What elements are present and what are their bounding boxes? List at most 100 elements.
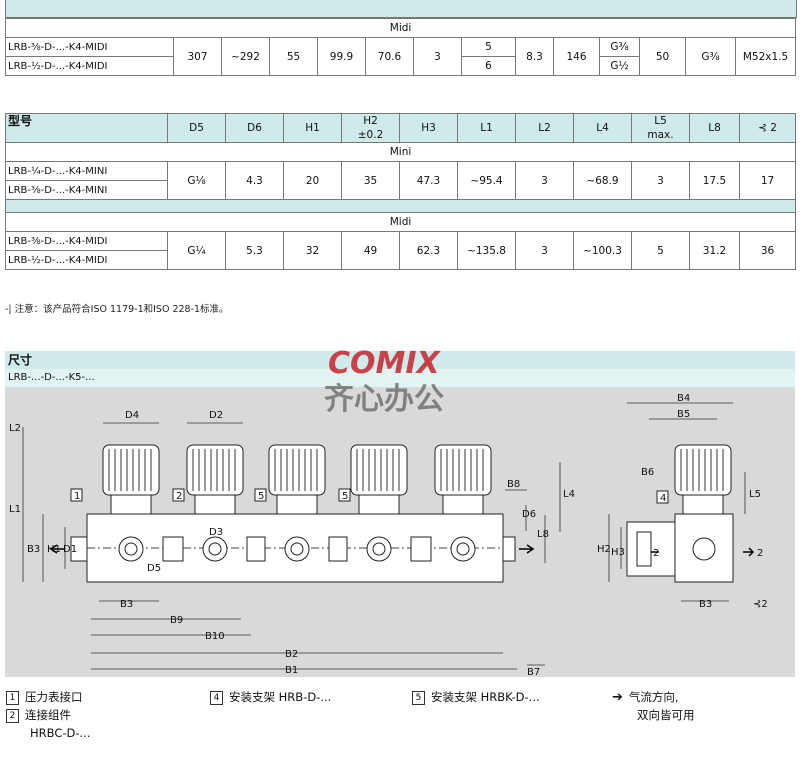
- callout-2: 2: [176, 491, 182, 502]
- dimension-lines: [22, 402, 746, 670]
- label-L5: L5: [749, 489, 761, 500]
- cell: 36: [739, 231, 796, 270]
- header-cell: L4: [573, 113, 632, 143]
- cell: ~68.9: [573, 161, 632, 200]
- header-cell: L2: [515, 113, 574, 143]
- label-key2: ⊰2: [753, 599, 768, 610]
- cell: 3: [413, 37, 462, 76]
- legend: 1 压力表接口 2 连接组件 HRBC-D-... 4 安装支架 HRB-D-.…: [0, 685, 800, 764]
- cell: G⅜: [599, 37, 640, 57]
- legend-item-flow: ➔ 气流方向,: [612, 689, 679, 706]
- comix-logo: COMIX 齐心办公: [320, 343, 490, 417]
- side-view: [626, 444, 755, 583]
- cell: G¼: [167, 231, 226, 270]
- legend-text: 连接组件: [25, 708, 71, 722]
- cell: ~292: [221, 37, 270, 76]
- cell: 99.9: [317, 37, 366, 76]
- group-label: Midi: [4, 18, 797, 38]
- legend-text: HRBC-D-...: [30, 726, 91, 740]
- label-arrow-2-left: 2: [653, 548, 659, 559]
- legend-box: 5: [412, 691, 425, 705]
- cell: 62.3: [399, 231, 458, 270]
- cell: 47.3: [399, 161, 458, 200]
- callouts: 1 2 5 5 4: [70, 488, 669, 504]
- cell: 49: [341, 231, 400, 270]
- legend-item-5: 5 安装支架 HRBK-D-...: [412, 689, 540, 706]
- legend-text: 压力表接口: [25, 690, 83, 704]
- cell: 5: [631, 231, 690, 270]
- header-cell: ⊰ 2: [739, 113, 796, 143]
- header-cell: D6: [225, 113, 284, 143]
- dimensions-subtitle: LRB-...-D-...-K5-...: [5, 369, 795, 387]
- label-D6: D6: [522, 509, 536, 520]
- model-cell: LRB-⅜-D-...-K4-MIDI: [5, 231, 168, 251]
- header-cell: L8: [689, 113, 740, 143]
- label-D3: D3: [209, 527, 223, 538]
- header-sub: max.: [647, 129, 674, 141]
- regulator-3: [268, 444, 326, 562]
- label-B10: B10: [205, 631, 225, 642]
- regulator-2: [186, 444, 244, 562]
- header-text: H2: [363, 115, 378, 127]
- cell: G⅛: [167, 161, 226, 200]
- row-separator: [5, 199, 796, 213]
- cell: 5.3: [225, 231, 284, 270]
- cell: G½: [599, 56, 640, 76]
- cell: 3: [631, 161, 690, 200]
- label-B9: B9: [170, 615, 183, 626]
- legend-box: 2: [6, 709, 19, 723]
- callout-5b: 5: [342, 491, 348, 502]
- label-D1: D1: [63, 544, 77, 555]
- cell: 3: [515, 161, 574, 200]
- label-B1: B1: [285, 665, 298, 676]
- label-B3-bottom: B3: [120, 599, 133, 610]
- label-B7: B7: [527, 667, 540, 677]
- top-strip: [5, 0, 797, 18]
- legend-item-4: 4 安装支架 HRB-D-...: [210, 689, 331, 706]
- header-cell: H1: [283, 113, 342, 143]
- model-cell: LRB-½-D-...-K4-MIDI: [5, 250, 168, 270]
- model-cell: LRB-¼-D-...-K4-MINI: [5, 161, 168, 181]
- cell: 31.2: [689, 231, 740, 270]
- cell: 8.3: [515, 37, 554, 76]
- label-B5: B5: [677, 409, 690, 420]
- logo-cn: 齐心办公: [324, 382, 444, 415]
- header-model: 型号: [5, 113, 168, 143]
- label-B8: B8: [507, 479, 520, 490]
- model-cell: LRB-½-D-...-K4-MIDI: [5, 56, 174, 76]
- callout-4: 4: [660, 493, 666, 504]
- cell: 4.3: [225, 161, 284, 200]
- label-H1: H1: [47, 544, 61, 555]
- label-D2: D2: [209, 410, 223, 421]
- cell: 17: [739, 161, 796, 200]
- label-arrow-2-right: 2: [757, 548, 763, 559]
- legend-box: 4: [210, 691, 223, 705]
- legend-text: 气流方向,: [628, 690, 679, 704]
- label-B3-side: B3: [699, 599, 712, 610]
- header-text: L5: [654, 115, 667, 127]
- callout-5: 5: [258, 491, 264, 502]
- cell: 3: [515, 231, 574, 270]
- header-cell: L5 max.: [631, 113, 690, 143]
- standards-note: -| 注意：该产品符合ISO 1179-1和ISO 228-1标准。: [5, 304, 229, 315]
- cell: 17.5: [689, 161, 740, 200]
- flow-arrow-icon: ➔: [612, 690, 623, 705]
- dimensions-title: 尺寸: [5, 351, 795, 369]
- group-label: Mini: [5, 142, 796, 162]
- cell: 6: [461, 56, 516, 76]
- cell: G⅜: [685, 37, 736, 76]
- cell: 5: [461, 37, 516, 57]
- cell: 50: [639, 37, 686, 76]
- model-cell: LRB-⅜-D-...-K4-MINI: [5, 180, 168, 200]
- cell: ~100.3: [573, 231, 632, 270]
- label-H2: H2: [597, 544, 611, 555]
- model-cell: LRB-⅜-D-...-K4-MIDI: [5, 37, 174, 57]
- technical-drawing: L2 L1 B3 H1 D1 D4 D2 D3 D5 B8 D6 L8 L4 B…: [5, 387, 795, 678]
- label-L1: L1: [9, 504, 21, 515]
- legend-item-flow-sub: 双向皆可用: [637, 707, 695, 724]
- label-B6: B6: [641, 467, 654, 478]
- group-label: Midi: [5, 212, 796, 232]
- label-H3: H3: [611, 547, 625, 558]
